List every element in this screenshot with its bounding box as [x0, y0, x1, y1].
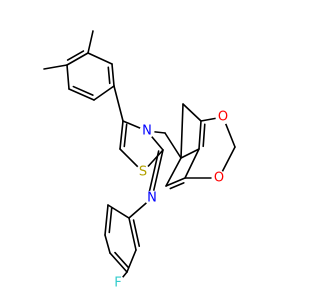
bond-ring-a: [111, 63, 115, 87]
canvas-background: [0, 0, 300, 300]
atom-label-f: F: [114, 276, 121, 291]
bond-imine: [151, 149, 164, 199]
bond-ring-a: [66, 52, 89, 66]
atom-label-n-imine-backdrop: [144, 190, 160, 206]
bond-ring-c-double: [114, 251, 129, 268]
atom-label-o-bottom: O: [214, 171, 224, 186]
bond-ring-b-double: [169, 182, 185, 190]
bond-ring-b: [165, 177, 186, 187]
bond-ring-a: [66, 64, 70, 90]
bond-ring-b: [184, 148, 200, 179]
atom-label-o-top: O: [218, 110, 228, 125]
bond-ring-b: [180, 103, 184, 159]
bond-ring-b-double: [202, 123, 206, 148]
bond-ring-a-double: [72, 85, 94, 96]
bond-ring-c: [104, 204, 109, 236]
bond-methyl-top: [87, 30, 94, 54]
atom-label-s-ring: S: [139, 165, 147, 180]
bond-ring-a: [93, 85, 115, 101]
bond-aryl-thiazole: [113, 85, 124, 122]
atom-label-n-ring: N: [142, 124, 152, 139]
bond-ring-b: [180, 148, 200, 159]
bond-ring-c: [126, 249, 137, 273]
bond-ring-a: [87, 52, 113, 65]
bond-ring-a-double: [66, 50, 85, 61]
bond-methyl-left: [43, 64, 68, 70]
atom-label-n-ring-backdrop: [139, 123, 155, 139]
bond-ring-a: [68, 88, 95, 101]
bond-ring-c-double: [108, 207, 113, 234]
atom-label-o-top-backdrop: [215, 109, 231, 125]
bond-ring-b: [165, 157, 182, 187]
bond-ring-a-double: [107, 66, 111, 85]
bond-ring-c: [128, 217, 137, 251]
bond-ring-b: [182, 103, 202, 122]
bond-group: [43, 30, 236, 284]
bond-ring-c: [109, 252, 128, 273]
atom-label-f-backdrop: [110, 275, 126, 291]
atom-label-s-ring-backdrop: [135, 164, 151, 180]
bond-ring-b: [198, 120, 202, 150]
atom-label-o-bottom-backdrop: [211, 170, 227, 186]
atom-label-n-imine: N: [147, 191, 157, 206]
bond-imine-double: [147, 150, 160, 196]
bond-thiazole: [119, 120, 124, 150]
bond-ring-c-double: [132, 219, 141, 248]
bond-ring-c: [107, 204, 130, 219]
bond-ch2-aryl: [164, 132, 182, 159]
bond-ring-c: [104, 234, 111, 254]
bond-thiazole-double: [123, 123, 128, 148]
